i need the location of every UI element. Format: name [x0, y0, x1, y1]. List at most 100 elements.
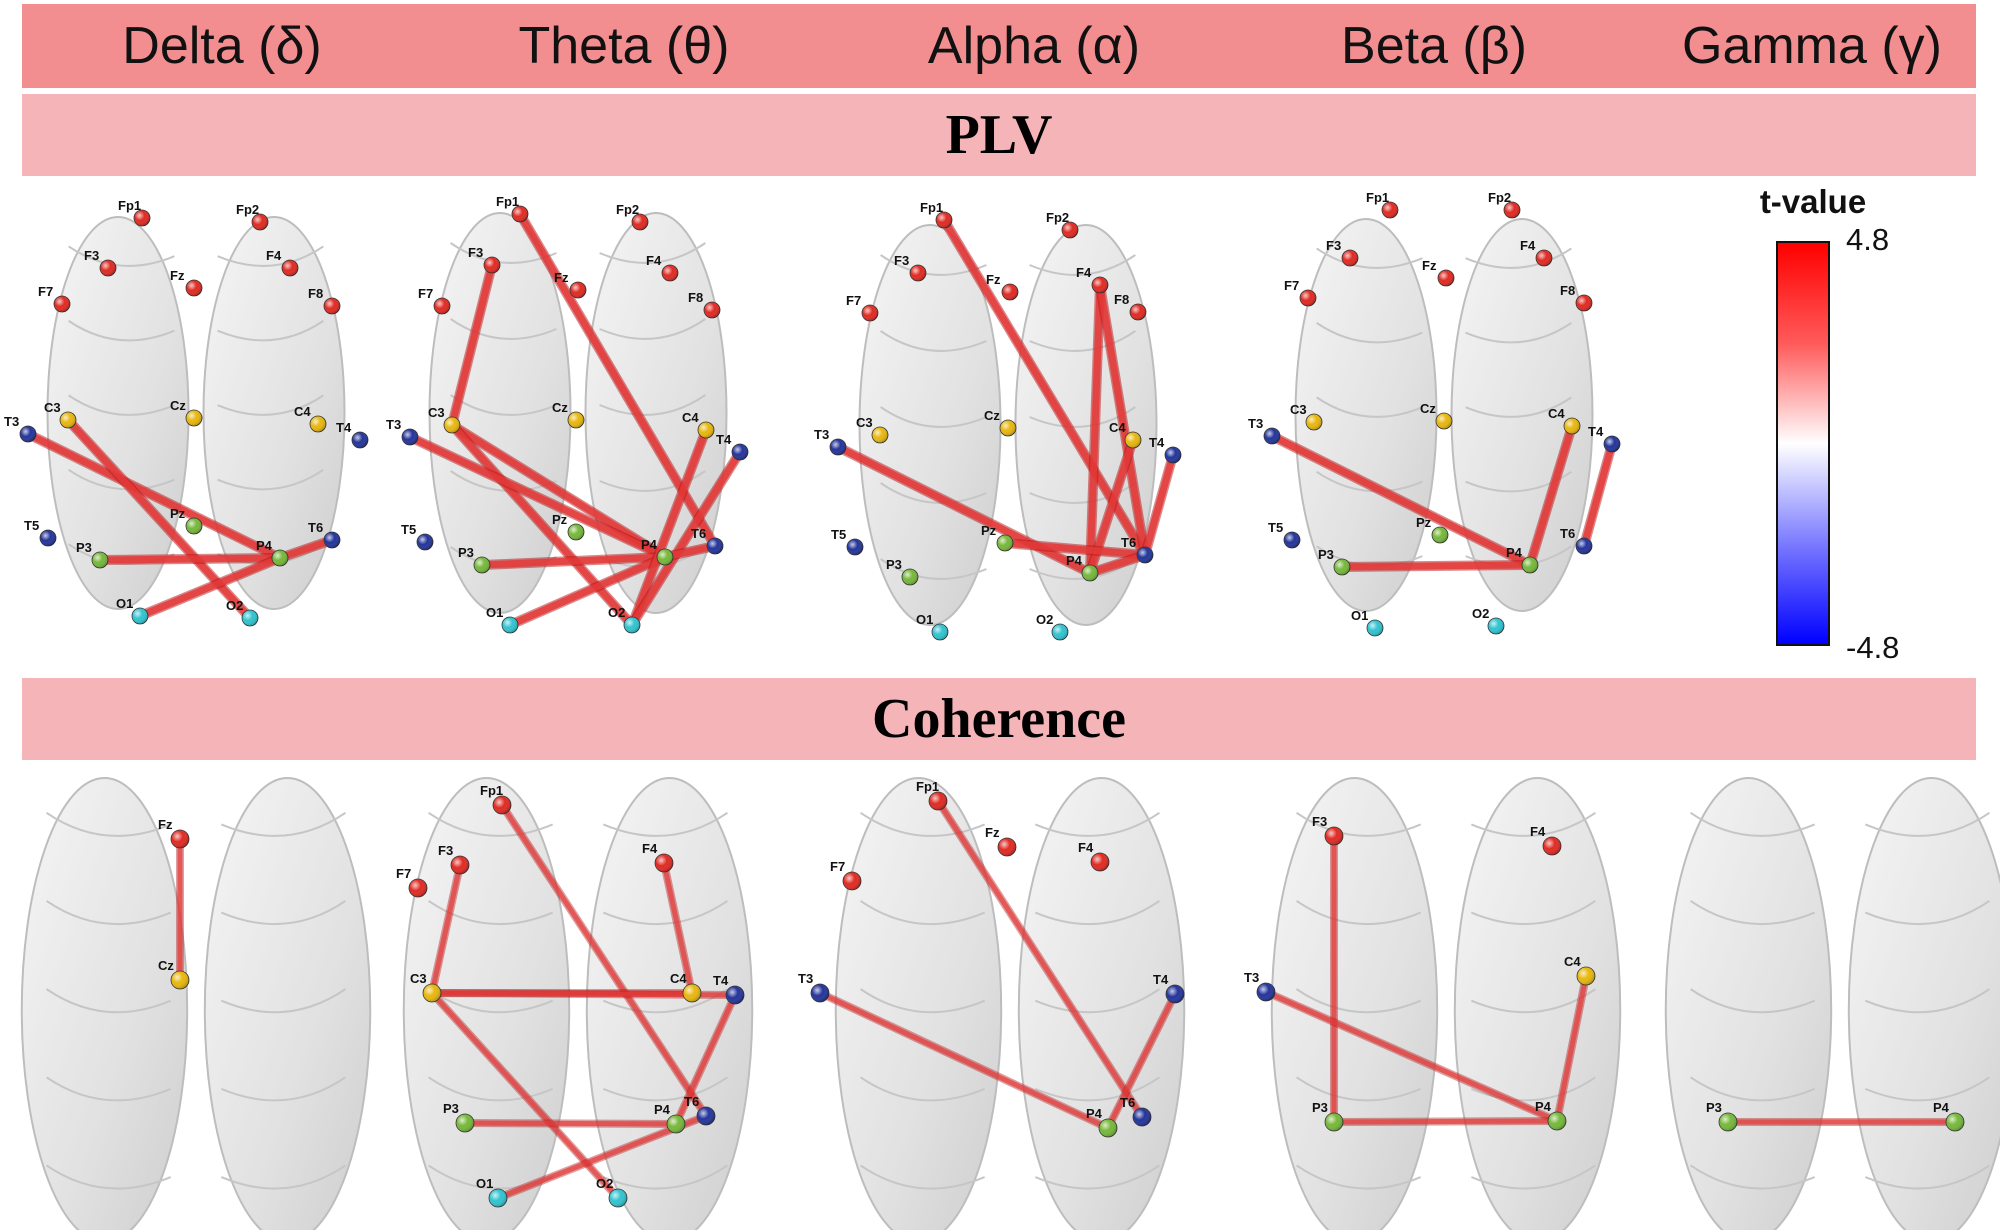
brain-gyrus-line: [1690, 900, 1816, 926]
plv-beta-node-shade-F8: [1576, 295, 1592, 311]
plv-delta-node-shade-O1: [132, 608, 148, 624]
plv-delta-label-F3: F3: [84, 248, 99, 263]
brain-gyrus-line: [1034, 900, 1160, 926]
plv-delta-node-shade-F8: [324, 298, 340, 314]
plv-theta-node-shade-T6: [707, 538, 723, 554]
plv-delta-label-T6: T6: [308, 520, 323, 535]
plv-theta-edge-O2-T4: [628, 448, 744, 629]
brain-gyrus-line: [46, 1076, 172, 1102]
colorbar-max-label: 4.8: [1846, 222, 1890, 257]
plv-delta-label-P3: P3: [76, 540, 92, 555]
plv-theta-edge-P4-T6: [661, 542, 719, 561]
colorbar: [1776, 241, 1830, 646]
plv-beta-label-T5: T5: [1268, 520, 1283, 535]
plv-beta-node-shade-C4: [1564, 418, 1580, 434]
brain-gyrus-line: [860, 811, 986, 837]
plv-alpha-node-shade-F4: [1092, 277, 1108, 293]
plv-beta-node-shade-P3: [1334, 559, 1350, 575]
plv-delta-label-O1: O1: [116, 596, 133, 611]
coherence-theta-label-Fp1: Fp1: [480, 783, 503, 798]
plv-alpha-label-T3: T3: [814, 427, 829, 442]
plv-beta-node-shade-T3: [1264, 428, 1280, 444]
brain-gyrus-line: [1470, 811, 1596, 837]
plv-alpha-node-shade-F8: [1130, 304, 1146, 320]
plv-beta-node-shade-Cz: [1436, 413, 1452, 429]
plv-theta-edge-O1-P4: [506, 553, 669, 629]
brain-gyrus-line: [1864, 1076, 1990, 1102]
plv-delta-label-C4: C4: [294, 404, 311, 419]
plv-beta-label-Fp2: Fp2: [1488, 190, 1511, 205]
brain-gyrus-line: [220, 1164, 346, 1190]
coherence-alpha-label-T4: T4: [1153, 972, 1169, 987]
brain-gyrus-line: [1316, 396, 1423, 418]
brain-gyrus-line: [1690, 811, 1816, 837]
plv-delta-node-shade-O2: [242, 610, 258, 626]
brain-gyrus-line: [46, 900, 172, 926]
plv-alpha-node-shade-O1: [932, 624, 948, 640]
coherence-theta-node-shade-Fp1: [493, 796, 511, 814]
coherence-gamma-label-P4: P4: [1933, 1100, 1950, 1115]
plv-delta-node-shade-P3: [92, 552, 108, 568]
brain-gyrus-line: [599, 242, 706, 264]
plv-beta-node-shade-C3: [1306, 414, 1322, 430]
coherence-alpha-node-shade-T4: [1166, 985, 1184, 1003]
plv-alpha-node-shade-T4: [1165, 447, 1181, 463]
brain-gyrus-line: [1296, 811, 1422, 837]
plv-alpha-label-T6: T6: [1121, 535, 1136, 550]
plv-alpha-edge-T3-P4: [834, 443, 1094, 577]
brain-gyrus-line: [1029, 330, 1136, 352]
brain-gyrus-line: [428, 900, 554, 926]
brain-gyrus-line: [1034, 1076, 1160, 1102]
brain-gyrus-line: [428, 988, 554, 1014]
plv-theta-label-Fp1: Fp1: [496, 194, 519, 209]
brain-gyrus-line: [1864, 811, 1990, 837]
right-hemisphere: [202, 216, 346, 610]
plv-alpha-label-F7: F7: [846, 293, 861, 308]
plv-alpha-node-shade-C4: [1125, 432, 1141, 448]
plv-beta-label-F3: F3: [1326, 238, 1341, 253]
left-hemisphere: [834, 777, 1003, 1230]
plv-alpha-edge-F4-P4: [1086, 281, 1104, 577]
coherence-alpha-label-F4: F4: [1078, 840, 1094, 855]
plv-theta-node-shade-Pz: [568, 524, 584, 540]
plv-theta-label-Pz: Pz: [552, 512, 568, 527]
left-hemisphere: [402, 777, 571, 1230]
plv-delta-label-Fp2: Fp2: [236, 202, 259, 217]
plv-delta-node-shade-P4: [272, 550, 288, 566]
plv-delta-label-F7: F7: [38, 284, 53, 299]
plv-beta-node-shade-F3: [1342, 250, 1358, 266]
brain-gyrus-line: [860, 988, 986, 1014]
plv-alpha-label-T5: T5: [831, 527, 846, 542]
plv-alpha-label-P3: P3: [886, 557, 902, 572]
coherence-alpha-label-T3: T3: [798, 971, 813, 986]
plv-theta-edge-O2-C4: [628, 426, 710, 629]
plv-theta-node-shade-P4: [657, 549, 673, 565]
coherence-alpha-node-shade-P4: [1099, 1119, 1117, 1137]
plv-delta-label-Cz: Cz: [170, 398, 186, 413]
plv-alpha-label-Pz: Pz: [981, 523, 997, 538]
coherence-alpha-label-Fz: Fz: [985, 825, 1000, 840]
right-hemisphere: [1450, 218, 1594, 612]
plv-theta-label-T5: T5: [401, 522, 416, 537]
plv-theta-label-F3: F3: [468, 245, 483, 260]
brain-gyrus-line: [1690, 1164, 1816, 1190]
band-label-gamma: Gamma (γ): [1682, 17, 1942, 75]
coherence-theta-node-shade-P4: [667, 1115, 685, 1133]
plv-alpha-node-shade-Cz: [1000, 420, 1016, 436]
coherence-theta-node-shade-F4: [655, 854, 673, 872]
plv-alpha-edge-P4-T6: [1086, 551, 1149, 577]
plv-theta-node-shade-T3: [402, 429, 418, 445]
brain-gyrus-line: [1465, 396, 1572, 418]
brain-gyrus-line: [1034, 988, 1160, 1014]
coherence-delta-label-Cz: Cz: [158, 958, 174, 973]
brain-gyrus-line: [217, 245, 324, 267]
brain-gyrus-line: [1316, 247, 1423, 269]
coherence-alpha-label-T6: T6: [1120, 1095, 1135, 1110]
band-label-theta: Theta (θ): [518, 17, 730, 75]
brain-gyrus-line: [217, 469, 324, 491]
brain-gyrus-line: [428, 1076, 554, 1102]
coherence-gamma-label-P3: P3: [1706, 1100, 1722, 1115]
plv-alpha-node-shade-P3: [902, 569, 918, 585]
right-hemisphere: [1453, 777, 1622, 1230]
brain-gyrus-line: [1316, 471, 1423, 493]
